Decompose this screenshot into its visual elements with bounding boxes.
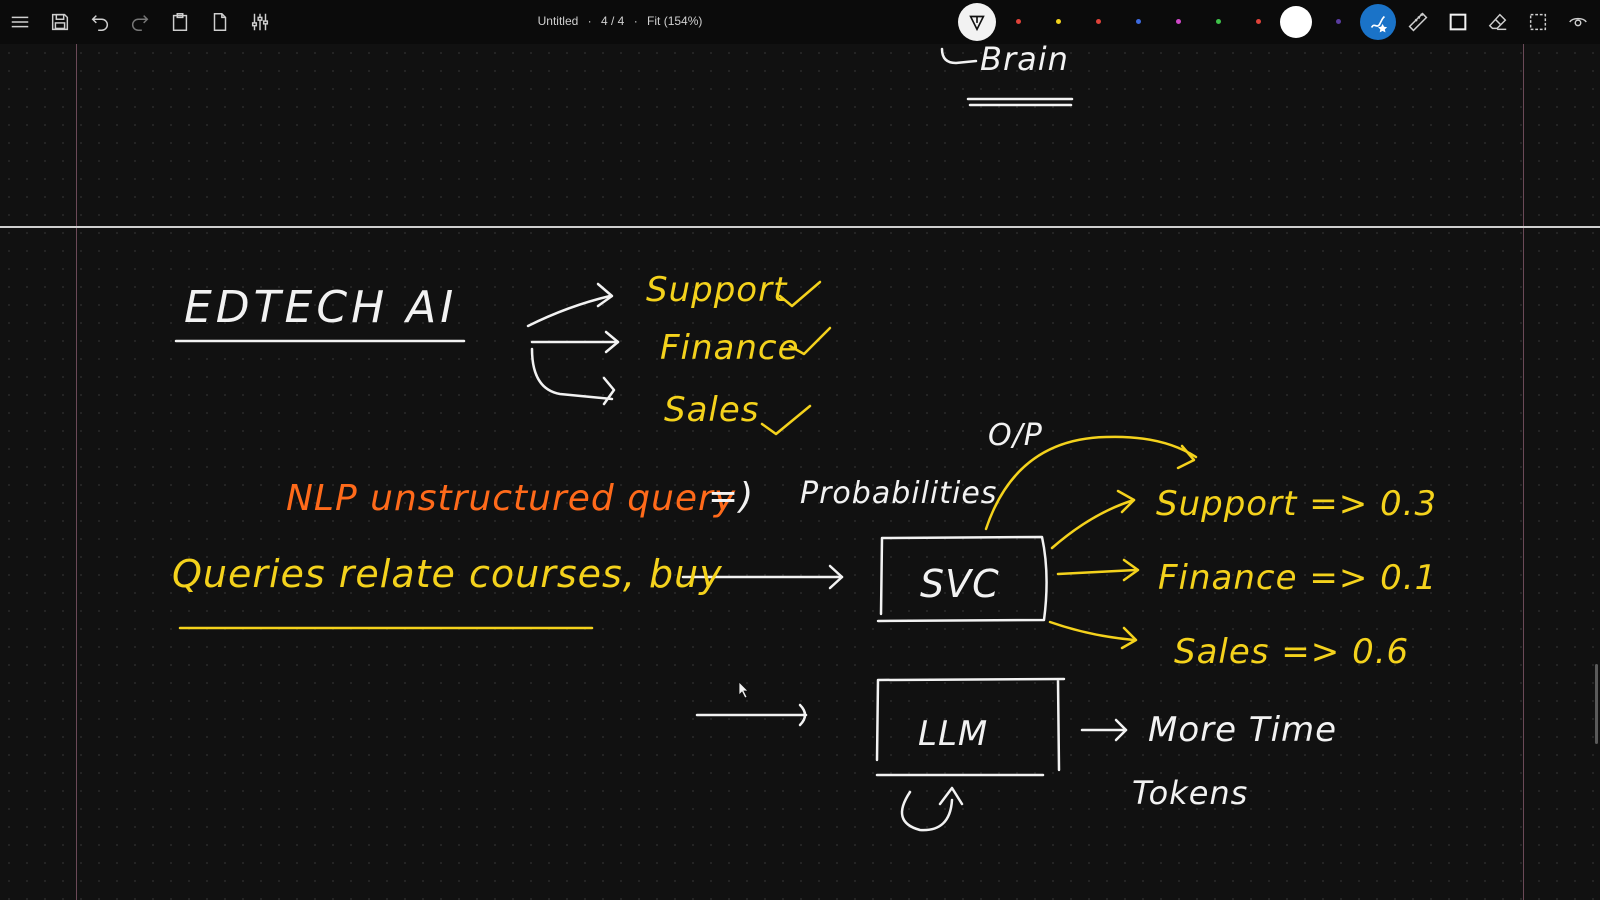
settings-icon[interactable] — [244, 6, 276, 38]
ruler-icon[interactable] — [1402, 6, 1434, 38]
page-separator — [0, 226, 1600, 228]
probabilities-label: Probabilities — [800, 476, 998, 511]
svc-output-arrows — [1048, 489, 1140, 650]
arrow-to-llm — [695, 703, 808, 727]
brain-bracket — [940, 47, 978, 65]
pen-color-red-2[interactable] — [1096, 19, 1101, 24]
new-page-icon[interactable] — [204, 6, 236, 38]
branch-sales: Sales — [664, 390, 760, 430]
info-separator: · — [633, 14, 638, 28]
svc-output-sales: Sales => 0.6 — [1174, 632, 1410, 672]
pen-color-white[interactable] — [1280, 6, 1312, 38]
document-title: Untitled — [537, 14, 579, 28]
pen-tool-icon[interactable] — [958, 3, 996, 41]
view-icon[interactable] — [1562, 6, 1594, 38]
undo-icon[interactable] — [84, 6, 116, 38]
page-margin-left — [76, 44, 77, 900]
query-text: Queries relate courses, buy — [172, 552, 723, 596]
arrow-to-svc — [681, 564, 844, 590]
llm-box-label: LLM — [918, 714, 989, 754]
svc-output-support: Support => 0.3 — [1156, 484, 1438, 524]
branch-finance: Finance — [660, 328, 800, 368]
op-label: O/P — [988, 418, 1043, 453]
edtech-title: EDTECH AI — [184, 282, 458, 333]
highlighter-icon[interactable] — [1360, 4, 1396, 40]
llm-loop-arrowhead — [938, 786, 964, 806]
svc-box-label: SVC — [920, 562, 1000, 606]
branch-arrows — [526, 282, 620, 406]
op-arc — [984, 435, 1198, 531]
vertical-scrollbar[interactable] — [1595, 664, 1598, 744]
top-toolbar: Untitled · 4 / 4 · Fit (154%) — [0, 0, 1600, 44]
page-margin-right — [1523, 44, 1524, 900]
redo-icon[interactable] — [124, 6, 156, 38]
brain-underline — [966, 97, 1074, 107]
mouse-cursor-icon — [738, 681, 749, 699]
pen-color-red[interactable] — [1016, 19, 1021, 24]
brain-text: Brain — [980, 40, 1069, 78]
implies-arrow: =) — [708, 476, 755, 517]
pen-color-blue[interactable] — [1136, 19, 1141, 24]
llm-box-outline — [875, 677, 1066, 777]
zoom-level[interactable]: Fit (154%) — [647, 14, 703, 28]
paste-icon[interactable] — [164, 6, 196, 38]
eraser-icon[interactable] — [1482, 6, 1514, 38]
pen-color-red-3[interactable] — [1256, 19, 1261, 24]
llm-note-tokens: Tokens — [1132, 774, 1249, 812]
svc-box-outline — [876, 535, 1048, 623]
pen-color-purple[interactable] — [1336, 19, 1341, 24]
check-marks — [760, 280, 832, 436]
op-arrowhead — [1176, 444, 1196, 470]
llm-loop-arrow — [900, 790, 954, 832]
ink-strokes — [174, 47, 1198, 832]
page-indicator: 4 / 4 — [600, 14, 625, 28]
shape-icon[interactable] — [1442, 6, 1474, 38]
pen-color-yellow[interactable] — [1056, 19, 1061, 24]
drawing-canvas[interactable]: Brain EDTECH AI Support Finance Sales O/… — [0, 40, 1600, 900]
pen-color-green[interactable] — [1216, 19, 1221, 24]
save-icon[interactable] — [44, 6, 76, 38]
menu-icon[interactable] — [4, 6, 36, 38]
branch-support: Support — [646, 270, 788, 310]
lasso-icon[interactable] — [1522, 6, 1554, 38]
nlp-note: NLP unstructured query — [286, 478, 737, 519]
pen-color-pink[interactable] — [1176, 19, 1181, 24]
info-separator: · — [587, 14, 592, 28]
llm-output-arrow — [1080, 718, 1128, 742]
llm-note-time: More Time — [1148, 710, 1338, 750]
svc-output-finance: Finance => 0.1 — [1158, 558, 1438, 598]
